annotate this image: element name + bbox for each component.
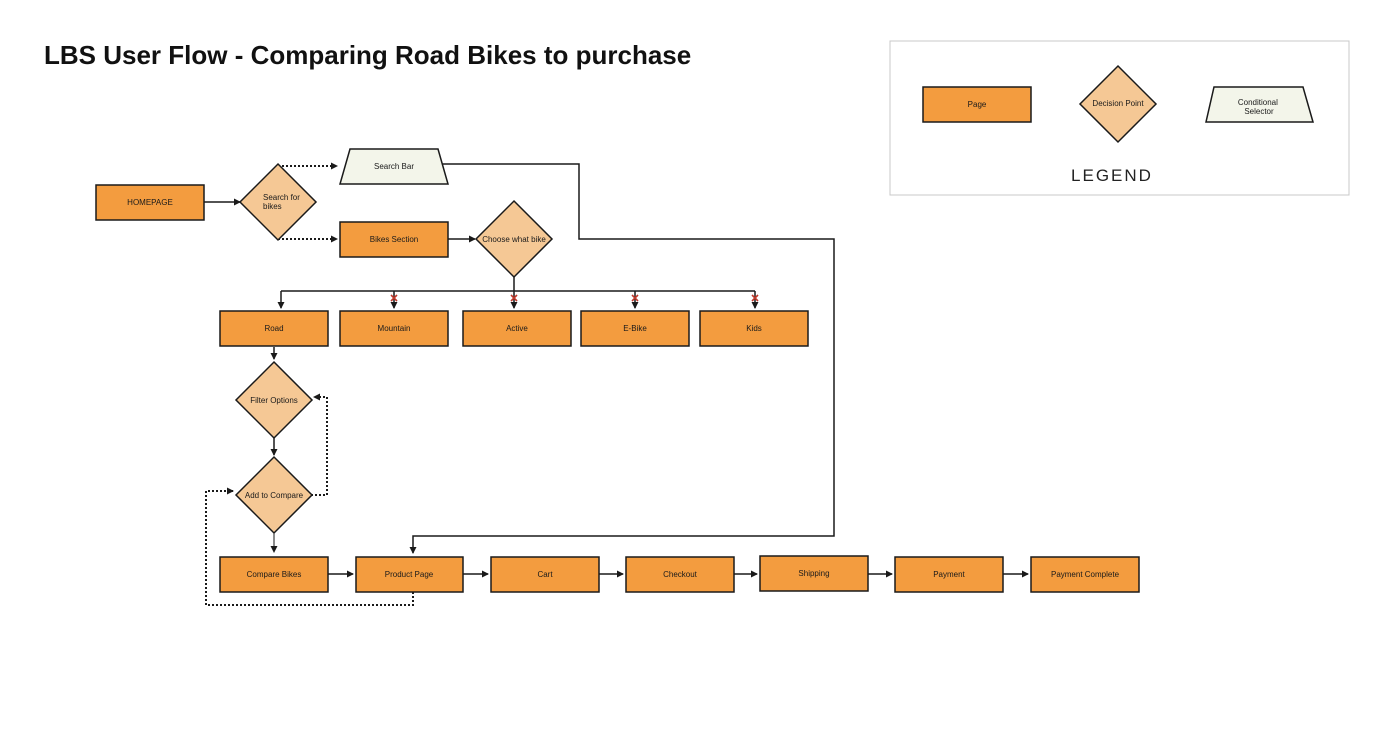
node-cart-label: Cart <box>537 570 553 579</box>
node-add-to-compare-label: Add to Compare <box>245 491 304 500</box>
blocked-marker-active <box>510 294 518 302</box>
node-mountain: Mountain <box>339 310 449 347</box>
node-cart: Cart <box>490 556 600 593</box>
node-ebike-label: E-Bike <box>623 324 647 333</box>
legend-decision-shape <box>1078 64 1158 144</box>
legend-selector-label: Conditional Selector <box>1238 98 1280 116</box>
blocked-marker-ebike <box>631 294 639 302</box>
connector-product-compare-loop <box>205 487 414 606</box>
node-search-bar-label: Search Bar <box>374 162 414 171</box>
legend-decision-label: Decision Point <box>1092 99 1144 108</box>
node-choose-what-bike-label: Choose what bike <box>482 235 546 244</box>
node-homepage: HOMEPAGE <box>95 184 205 221</box>
node-active: Active <box>462 310 572 347</box>
page-title: LBS User Flow - Comparing Road Bikes to … <box>44 40 692 70</box>
node-bikes-section-label: Bikes Section <box>370 235 418 244</box>
node-road-label: Road <box>264 324 283 333</box>
node-payment: Payment <box>894 556 1004 593</box>
node-search-bar: Search Bar <box>339 148 449 185</box>
node-shipping-label: Shipping <box>798 569 829 578</box>
legend-title: LEGEND <box>1071 166 1153 185</box>
node-ebike: E-Bike <box>580 310 690 347</box>
node-choose-what-bike: Choose what bike <box>474 199 554 279</box>
node-add-to-compare: Add to Compare <box>234 455 314 535</box>
node-kids-label: Kids <box>746 324 762 333</box>
node-search-for-bikes-label: Search for bikes <box>263 193 302 211</box>
blocked-marker-mountain <box>390 294 398 302</box>
connector-compare-filter-loop <box>311 393 328 496</box>
node-product-page-label: Product Page <box>385 570 434 579</box>
node-kids: Kids <box>699 310 809 347</box>
node-compare-bikes: Compare Bikes <box>219 556 329 593</box>
node-bikes-section: Bikes Section <box>339 221 449 258</box>
node-payment-label: Payment <box>933 570 965 579</box>
node-search-for-bikes: Search for bikes <box>238 162 318 242</box>
node-homepage-label: HOMEPAGE <box>127 198 173 207</box>
node-payment-complete-label: Payment Complete <box>1051 570 1120 579</box>
connectors <box>204 162 1029 606</box>
node-checkout-label: Checkout <box>663 570 698 579</box>
legend-selector-shape <box>1205 86 1314 123</box>
node-mountain-label: Mountain <box>378 324 411 333</box>
node-shipping: Shipping <box>759 555 869 592</box>
node-filter-options-label: Filter Options <box>250 396 298 405</box>
blocked-marker-kids <box>751 294 759 302</box>
legend: Page Decision Point Conditional Selector… <box>889 40 1350 196</box>
legend-page-shape <box>922 86 1032 123</box>
node-compare-bikes-label: Compare Bikes <box>247 570 302 579</box>
node-road: Road <box>219 310 329 347</box>
legend-page-label: Page <box>968 100 987 109</box>
node-checkout: Checkout <box>625 556 735 593</box>
node-active-label: Active <box>506 324 528 333</box>
node-payment-complete: Payment Complete <box>1030 556 1140 593</box>
connector-searchbar-product <box>409 163 835 554</box>
blocked-markers <box>390 294 759 302</box>
node-filter-options: Filter Options <box>234 360 314 440</box>
node-product-page: Product Page <box>355 556 464 593</box>
